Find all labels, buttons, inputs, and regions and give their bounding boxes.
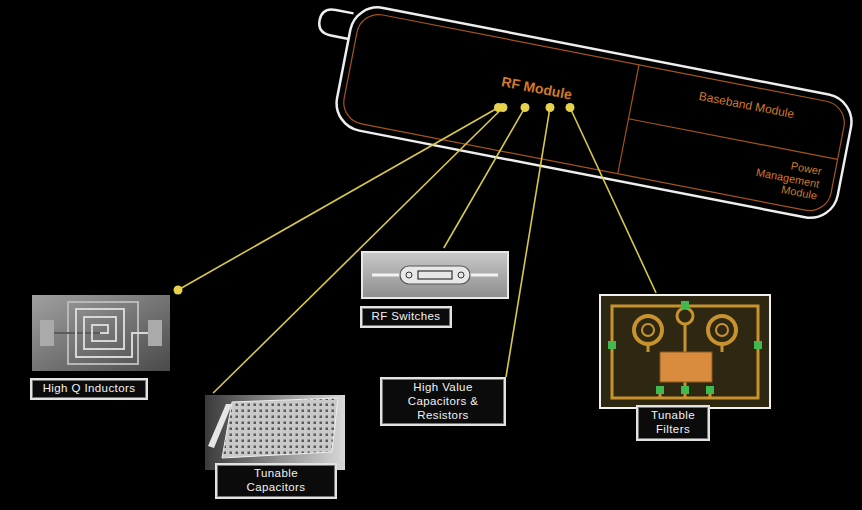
inductor-picture (40, 320, 54, 346)
component-caption: High Q Inductors (30, 378, 148, 400)
filter-picture (706, 386, 714, 394)
inductor-picture (148, 320, 162, 346)
switch-picture (400, 266, 470, 284)
capacitor-picture (205, 395, 345, 470)
capacitor-picture (208, 404, 232, 448)
leader-dot (521, 103, 530, 112)
leader-line (506, 107, 550, 377)
filter-picture (681, 386, 689, 394)
component-caption: Tunable Capacitors (215, 463, 337, 499)
switch-picture (406, 272, 412, 278)
filter-picture (648, 324, 722, 398)
leader-dot (499, 103, 508, 112)
capacitor-picture (222, 398, 338, 458)
phone-outline (332, 3, 856, 223)
module-name: RF Module (500, 73, 573, 102)
filter-picture (600, 295, 770, 408)
switch-picture (372, 274, 400, 277)
filter-picture (608, 341, 616, 349)
filter-picture (677, 308, 693, 324)
module-label: RF Module (495, 69, 578, 108)
switch-picture (458, 272, 464, 278)
filter-picture (656, 386, 664, 394)
component-callout: High Q Inductors (28, 290, 178, 430)
component-caption: RF Switches (360, 306, 452, 328)
module-label: Power Management Module (728, 145, 827, 208)
phone-outline (340, 11, 848, 215)
switch-picture (470, 274, 498, 277)
module-label: Baseband Module (692, 85, 799, 126)
inductor-picture (76, 309, 148, 357)
component-callout: RF Switches (358, 248, 514, 336)
filter-picture (681, 301, 689, 309)
inductor-picture (32, 295, 170, 371)
leader-line (444, 107, 525, 248)
component-callout: Tunable Filters (598, 293, 774, 448)
module-name: Power Management Module (733, 149, 823, 202)
module-name: Baseband Module (697, 90, 795, 122)
leader-line (213, 107, 503, 393)
filter-picture (716, 324, 728, 336)
filter-picture (708, 316, 736, 344)
component-caption: High Value Capacitors & Resistors (380, 377, 506, 426)
component-caption: Tunable Filters (636, 405, 710, 441)
component-callout: Tunable Capacitors (203, 393, 348, 503)
phone-outline (628, 119, 837, 160)
leader-dot (566, 103, 575, 112)
filter-picture (600, 295, 770, 408)
filter-picture (642, 324, 654, 336)
filter-picture (612, 306, 758, 398)
filter-picture (634, 316, 662, 344)
leader-dot (546, 103, 555, 112)
filter-picture (660, 352, 712, 382)
phone-outline (317, 7, 353, 39)
component-callout: High Value Capacitors & Resistors (380, 377, 506, 426)
switch-picture (362, 252, 508, 298)
capacitor-picture (205, 395, 345, 470)
switch-picture (362, 252, 508, 298)
leader-line (178, 107, 498, 290)
filter-picture (754, 341, 762, 349)
inductor-picture (32, 295, 170, 371)
leader-dot (174, 286, 183, 295)
phone-outline (300, 0, 856, 223)
leader-line (570, 107, 656, 293)
switch-picture (418, 271, 452, 279)
